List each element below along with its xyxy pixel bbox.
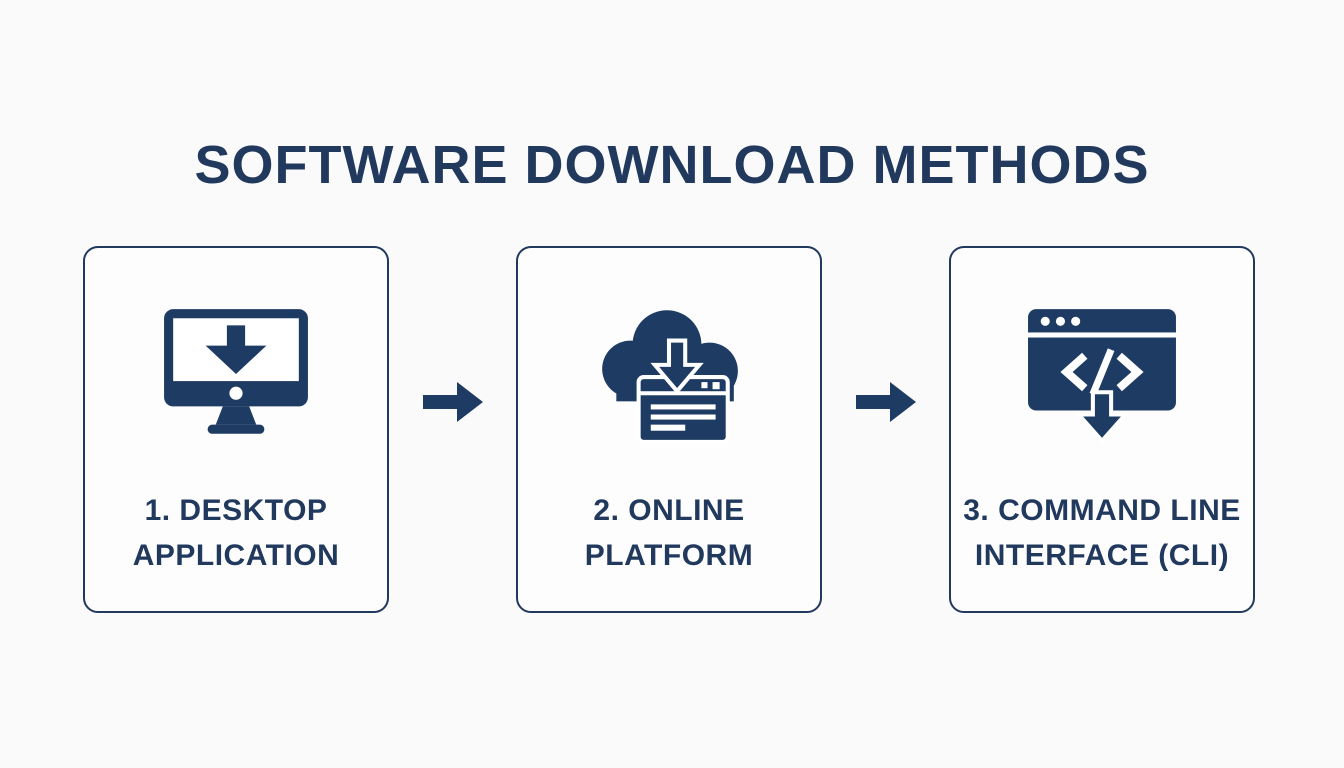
step-icon-area	[590, 274, 748, 474]
cloud-download-icon	[602, 310, 738, 444]
step-label: 2. ONLINE PLATFORM	[584, 494, 754, 572]
page-title: SOFTWARE DOWNLOAD METHODS	[194, 135, 1150, 195]
flow-arrow-icon	[422, 382, 483, 422]
step-card-desktop-application: 1. DESKTOP APPLICATION	[83, 246, 389, 613]
flow-row: 1. DESKTOP APPLICATION	[83, 246, 1255, 613]
step-icon-area	[160, 274, 312, 474]
code-window-download-icon	[1028, 309, 1176, 444]
step-card-cli: 3. COMMAND LINE INTERFACE (CLI)	[949, 246, 1255, 613]
flow-arrow-icon	[855, 382, 916, 422]
step-label: 3. COMMAND LINE INTERFACE (CLI)	[963, 494, 1241, 572]
step-icon-area	[1026, 274, 1178, 474]
step-label: 1. DESKTOP APPLICATION	[132, 494, 340, 572]
step-card-online-platform: 2. ONLINE PLATFORM	[516, 246, 822, 613]
desktop-download-icon	[164, 309, 308, 434]
